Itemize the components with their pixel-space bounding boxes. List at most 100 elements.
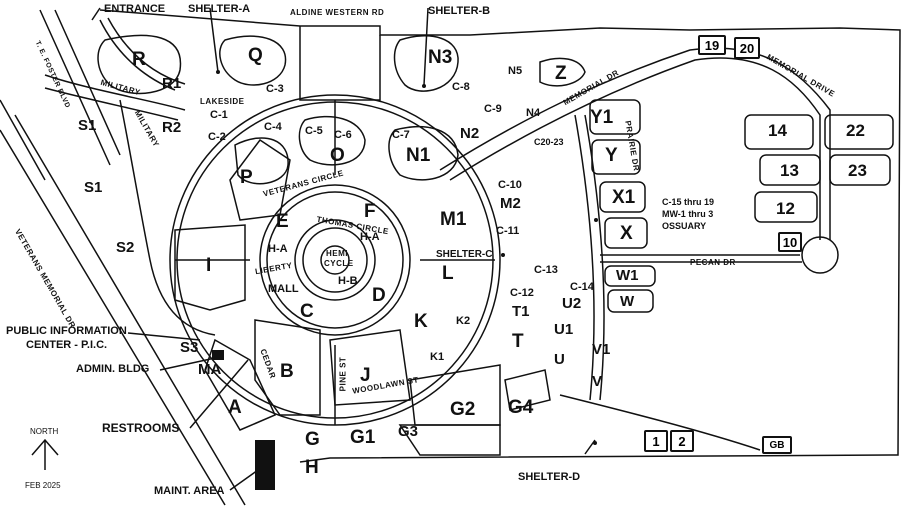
- section-f[interactable]: F: [364, 201, 376, 222]
- maint-area-label: MAINT. AREA: [154, 485, 225, 497]
- ossuary-line-3: OSSUARY: [662, 221, 707, 231]
- hemi-label: HEMI: [326, 249, 348, 258]
- section-j[interactable]: J: [360, 365, 371, 386]
- columbarium-c12[interactable]: C-12: [510, 287, 534, 299]
- section-c[interactable]: C: [300, 301, 314, 322]
- section-23[interactable]: 23: [848, 161, 867, 180]
- section-k[interactable]: K: [414, 311, 428, 332]
- section-s3[interactable]: S3: [180, 339, 199, 356]
- section-i[interactable]: I: [206, 255, 212, 276]
- columbarium-c6[interactable]: C-6: [334, 129, 352, 141]
- columbarium-c7[interactable]: C-7: [392, 129, 410, 141]
- section-x[interactable]: X: [620, 223, 633, 244]
- section-12[interactable]: 12: [776, 199, 795, 218]
- columbarium-c14[interactable]: C-14: [570, 281, 594, 293]
- lakeside-label: LAKESIDE: [200, 97, 245, 106]
- section-g[interactable]: G: [305, 429, 320, 450]
- section-r2[interactable]: R2: [162, 119, 182, 136]
- date-label: FEB 2025: [25, 481, 61, 490]
- columbarium-c1[interactable]: C-1: [210, 109, 228, 121]
- section-s2[interactable]: S2: [116, 239, 135, 256]
- section-r1[interactable]: R1: [162, 75, 182, 92]
- section-e[interactable]: E: [276, 211, 289, 232]
- columbarium-c8[interactable]: C-8: [452, 81, 470, 93]
- section-14[interactable]: 14: [768, 121, 787, 140]
- section-g2[interactable]: G2: [450, 399, 476, 420]
- section-h-a-left[interactable]: H-A: [268, 243, 288, 255]
- section-v[interactable]: V: [592, 373, 603, 390]
- section-w1[interactable]: W1: [616, 267, 639, 284]
- thomas-circle: [294, 219, 376, 301]
- section-10[interactable]: 10: [778, 232, 802, 252]
- section-m1[interactable]: M1: [440, 209, 467, 230]
- section-k1[interactable]: K1: [430, 351, 445, 363]
- columbarium-c10[interactable]: C-10: [498, 179, 522, 191]
- columbarium-c3[interactable]: C-3: [266, 83, 284, 95]
- ossuary-line-2: MW-1 thru 3: [662, 209, 714, 219]
- shelter-b-label: SHELTER-B: [428, 5, 491, 17]
- columbarium-c20-23[interactable]: C20-23: [534, 137, 564, 147]
- columbarium-c2[interactable]: C-2: [208, 131, 226, 143]
- section-a[interactable]: A: [228, 397, 242, 418]
- section-h-b[interactable]: H-B: [338, 275, 358, 287]
- section-ma[interactable]: MA: [198, 361, 222, 378]
- section-gb[interactable]: GB: [762, 436, 792, 454]
- section-h[interactable]: H: [305, 457, 319, 478]
- section-f1-marker[interactable]: H-A: [360, 231, 380, 243]
- section-g4[interactable]: G4: [508, 397, 534, 418]
- section-2[interactable]: 2: [670, 430, 694, 452]
- maint-buildings: [255, 440, 275, 490]
- military-road: [44, 74, 186, 121]
- section-b[interactable]: B: [280, 361, 294, 382]
- section-r[interactable]: R: [132, 49, 146, 70]
- shelter-a-label: SHELTER-A: [188, 3, 251, 15]
- pic-label-2: CENTER - P.I.C.: [26, 339, 108, 351]
- section-u1[interactable]: U1: [554, 321, 574, 338]
- section-y[interactable]: Y: [605, 145, 618, 166]
- aldine-road-label: ALDINE WESTERN RD: [290, 8, 385, 17]
- section-l[interactable]: L: [442, 263, 454, 284]
- section-1[interactable]: 1: [644, 430, 668, 452]
- section-n2[interactable]: N2: [460, 125, 480, 142]
- columbarium-c4[interactable]: C-4: [264, 121, 282, 133]
- admin-label: ADMIN. BLDG: [76, 363, 150, 375]
- columbarium-c5[interactable]: C-5: [305, 125, 323, 137]
- section-20[interactable]: 20: [734, 37, 760, 59]
- section-y1[interactable]: Y1: [590, 107, 614, 128]
- section-22[interactable]: 22: [846, 121, 865, 140]
- mall-label: MALL: [268, 283, 299, 295]
- section-v1[interactable]: V1: [592, 341, 611, 358]
- section-s1-lower[interactable]: S1: [84, 179, 103, 196]
- section-m2[interactable]: M2: [500, 195, 521, 212]
- section-x1[interactable]: X1: [612, 187, 636, 208]
- section-g1[interactable]: G1: [350, 427, 376, 448]
- section-s1-upper[interactable]: S1: [78, 117, 97, 134]
- section-u[interactable]: U: [554, 351, 565, 368]
- section-k2[interactable]: K2: [456, 315, 471, 327]
- section-n5[interactable]: N5: [508, 65, 523, 77]
- shelter-d-label: SHELTER-D: [518, 471, 581, 483]
- section-13[interactable]: 13: [780, 161, 799, 180]
- entrance-label: ENTRANCE: [104, 3, 166, 15]
- section-w[interactable]: W: [620, 293, 635, 310]
- section-d[interactable]: D: [372, 285, 386, 306]
- pond-r: [97, 34, 182, 95]
- section-n4[interactable]: N4: [526, 107, 541, 119]
- columbarium-c11[interactable]: C-11: [496, 225, 520, 237]
- section-n3[interactable]: N3: [428, 47, 453, 68]
- section-n1[interactable]: N1: [406, 145, 431, 166]
- section-o[interactable]: O: [330, 145, 345, 166]
- section-u2[interactable]: U2: [562, 295, 582, 312]
- north-label: NORTH: [30, 427, 59, 436]
- columbarium-c13[interactable]: C-13: [534, 264, 558, 276]
- columbarium-c9[interactable]: C-9: [484, 103, 502, 115]
- section-g3[interactable]: G3: [398, 423, 419, 440]
- section-t1[interactable]: T1: [512, 303, 530, 320]
- section-19[interactable]: 19: [698, 35, 726, 55]
- section-q[interactable]: Q: [248, 45, 263, 66]
- section-p[interactable]: P: [240, 167, 253, 188]
- restrooms-label: RESTROOMS: [102, 421, 180, 435]
- section-t[interactable]: T: [512, 331, 524, 352]
- section-z[interactable]: Z: [555, 63, 567, 84]
